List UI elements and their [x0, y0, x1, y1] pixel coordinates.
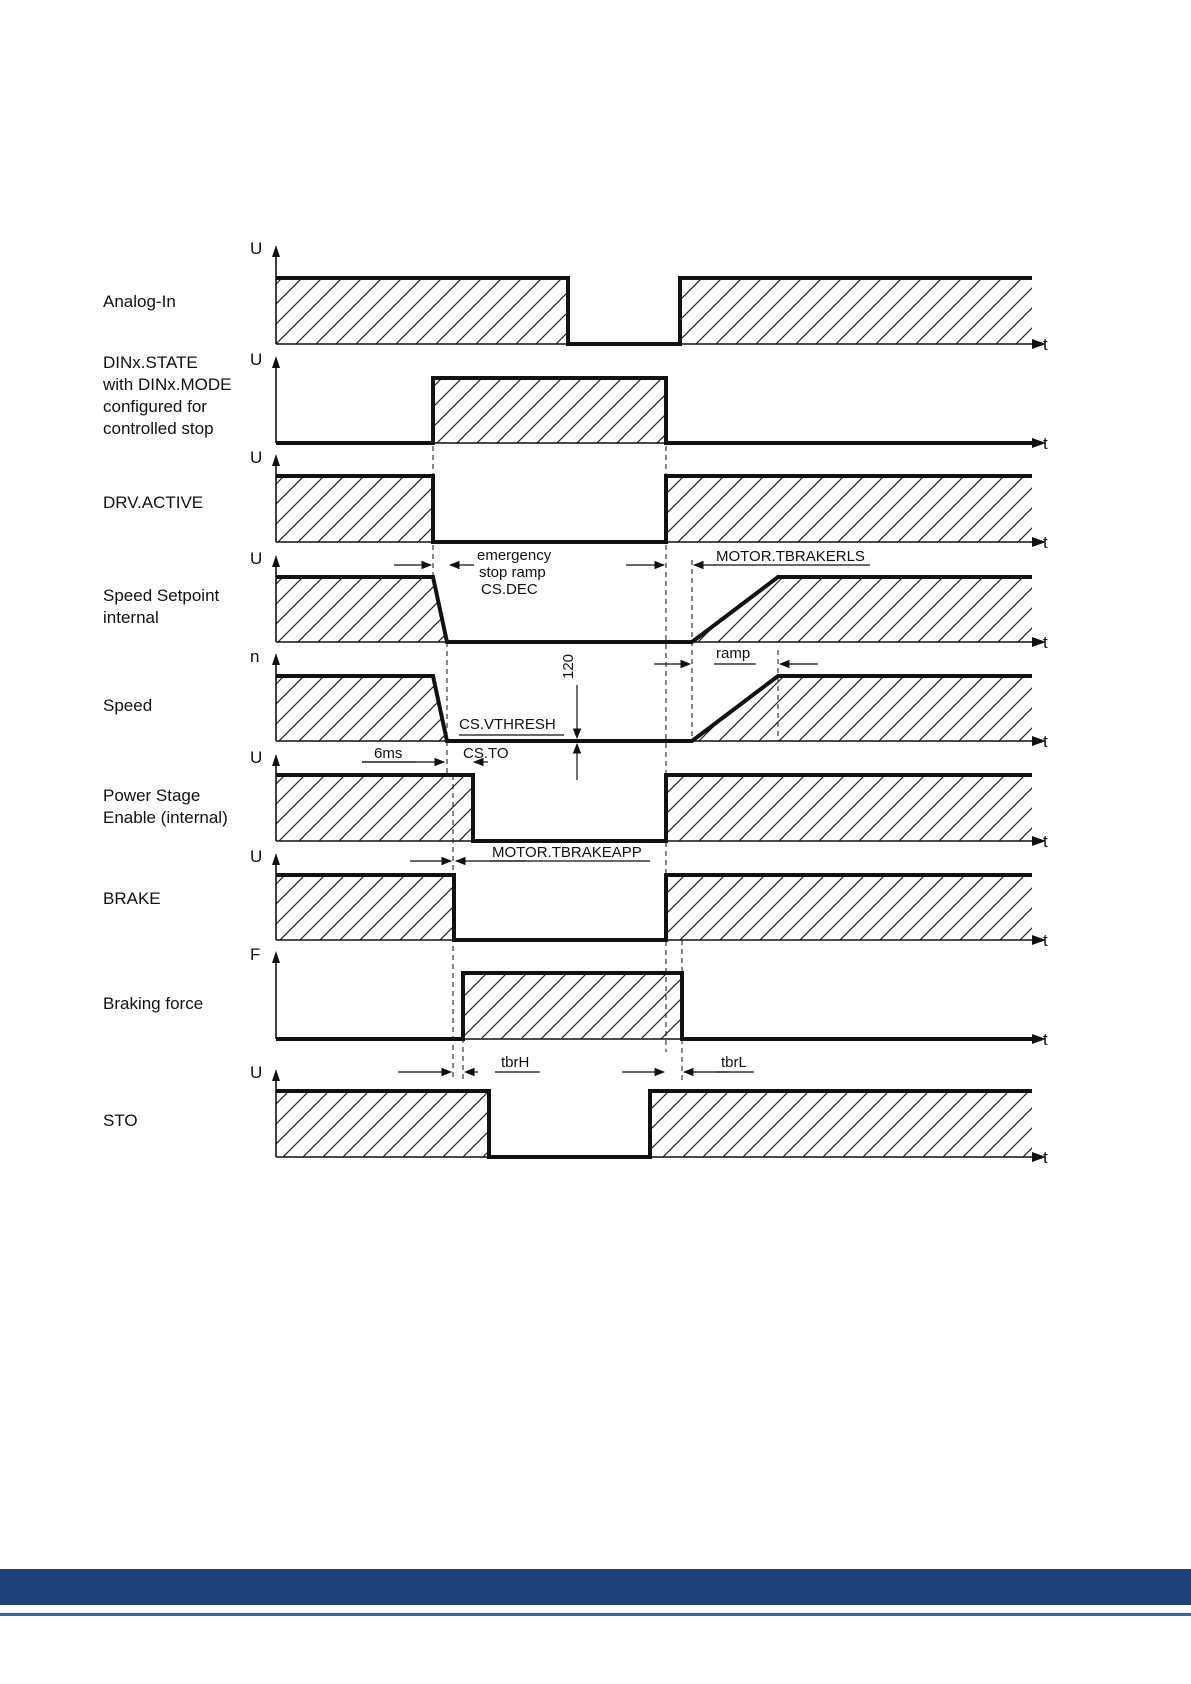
axis-letter-t-sto: t	[1043, 1148, 1048, 1167]
label-tbrl: tbrL	[721, 1054, 747, 1071]
axis-letter-drv-active: U	[250, 448, 262, 467]
label-ramp: ramp	[716, 645, 750, 662]
signal-label-din-state-line-1: with DINx.MODE	[102, 375, 231, 394]
signal-label-speed-setpoint-line-0: Speed Setpoint	[103, 586, 220, 605]
label-emergency-3: CS.DEC	[481, 581, 538, 598]
trace-brake	[276, 875, 1032, 940]
trace-analog-in	[276, 278, 1032, 344]
axis-letter-t-power-stage: t	[1043, 832, 1048, 851]
axis-drv-active-arrowhead-up	[272, 454, 280, 466]
axis-letter-speed-setpoint: U	[250, 549, 262, 568]
axis-letter-t-speed: t	[1043, 732, 1048, 751]
axis-din-state-arrowhead-up	[272, 356, 280, 368]
axis-letter-sto: U	[250, 1063, 262, 1082]
signal-label-braking-force-line-0: Braking force	[103, 994, 203, 1013]
trace-braking-force	[276, 973, 1032, 1039]
footer-line	[0, 1613, 1191, 1616]
trace-speed	[276, 676, 1032, 741]
axis-letter-t-drv-active: t	[1043, 533, 1048, 552]
axis-letter-speed: n	[250, 647, 259, 666]
label-motor-tbrakeapp: MOTOR.TBRAKEAPP	[492, 844, 642, 861]
trace-power-stage	[276, 775, 1032, 841]
signal-label-power-stage-line-1: Enable (internal)	[103, 808, 228, 827]
signal-label-brake-line-0: BRAKE	[103, 889, 161, 908]
footer-band	[0, 1569, 1191, 1605]
axis-analog-in-arrowhead-up	[272, 245, 280, 257]
trace-speed-setpoint	[276, 577, 1032, 642]
axis-speed-setpoint-arrowhead-up	[272, 555, 280, 567]
axis-letter-analog-in: U	[250, 239, 262, 258]
label-emergency-2: stop ramp	[479, 564, 546, 581]
axis-letter-t-analog-in: t	[1043, 335, 1048, 354]
axis-letter-din-state: U	[250, 350, 262, 369]
signal-label-speed-line-0: Speed	[103, 696, 152, 715]
label-motor-tbrakerls: MOTOR.TBRAKERLS	[716, 548, 865, 565]
label-emergency-1: emergency	[477, 547, 552, 564]
axis-letter-t-din-state: t	[1043, 434, 1048, 453]
signal-label-din-state-line-2: configured for	[103, 397, 207, 416]
label-cs-to: CS.TO	[463, 745, 509, 762]
label-tbrh: tbrH	[501, 1054, 529, 1071]
signal-label-analog-in-line-0: Analog-In	[103, 292, 176, 311]
axis-braking-force-arrowhead-up	[272, 951, 280, 963]
signal-label-sto-line-0: STO	[103, 1111, 138, 1130]
axis-letter-t-brake: t	[1043, 931, 1048, 950]
signal-label-din-state-line-0: DINx.STATE	[103, 353, 198, 372]
label-6ms: 6ms	[374, 745, 402, 762]
label-120: 120	[560, 654, 577, 679]
axis-letter-braking-force: F	[250, 945, 260, 964]
signal-label-speed-setpoint-line-1: internal	[103, 608, 159, 627]
signal-label-drv-active-line-0: DRV.ACTIVE	[103, 493, 203, 512]
axis-letter-t-speed-setpoint: t	[1043, 633, 1048, 652]
axis-letter-t-braking-force: t	[1043, 1030, 1048, 1049]
axis-power-stage-arrowhead-up	[272, 754, 280, 766]
signal-label-din-state-line-3: controlled stop	[103, 419, 214, 438]
signal-label-power-stage-line-0: Power Stage	[103, 786, 200, 805]
trace-drv-active	[276, 476, 1032, 542]
axis-letter-power-stage: U	[250, 748, 262, 767]
axis-sto-arrowhead-up	[272, 1069, 280, 1081]
trace-din-state	[276, 378, 1032, 443]
label-cs-vthresh: CS.VTHRESH	[459, 716, 556, 733]
axis-brake-arrowhead-up	[272, 853, 280, 865]
trace-sto	[276, 1091, 1032, 1157]
axis-letter-brake: U	[250, 847, 262, 866]
axis-speed-arrowhead-up	[272, 653, 280, 665]
